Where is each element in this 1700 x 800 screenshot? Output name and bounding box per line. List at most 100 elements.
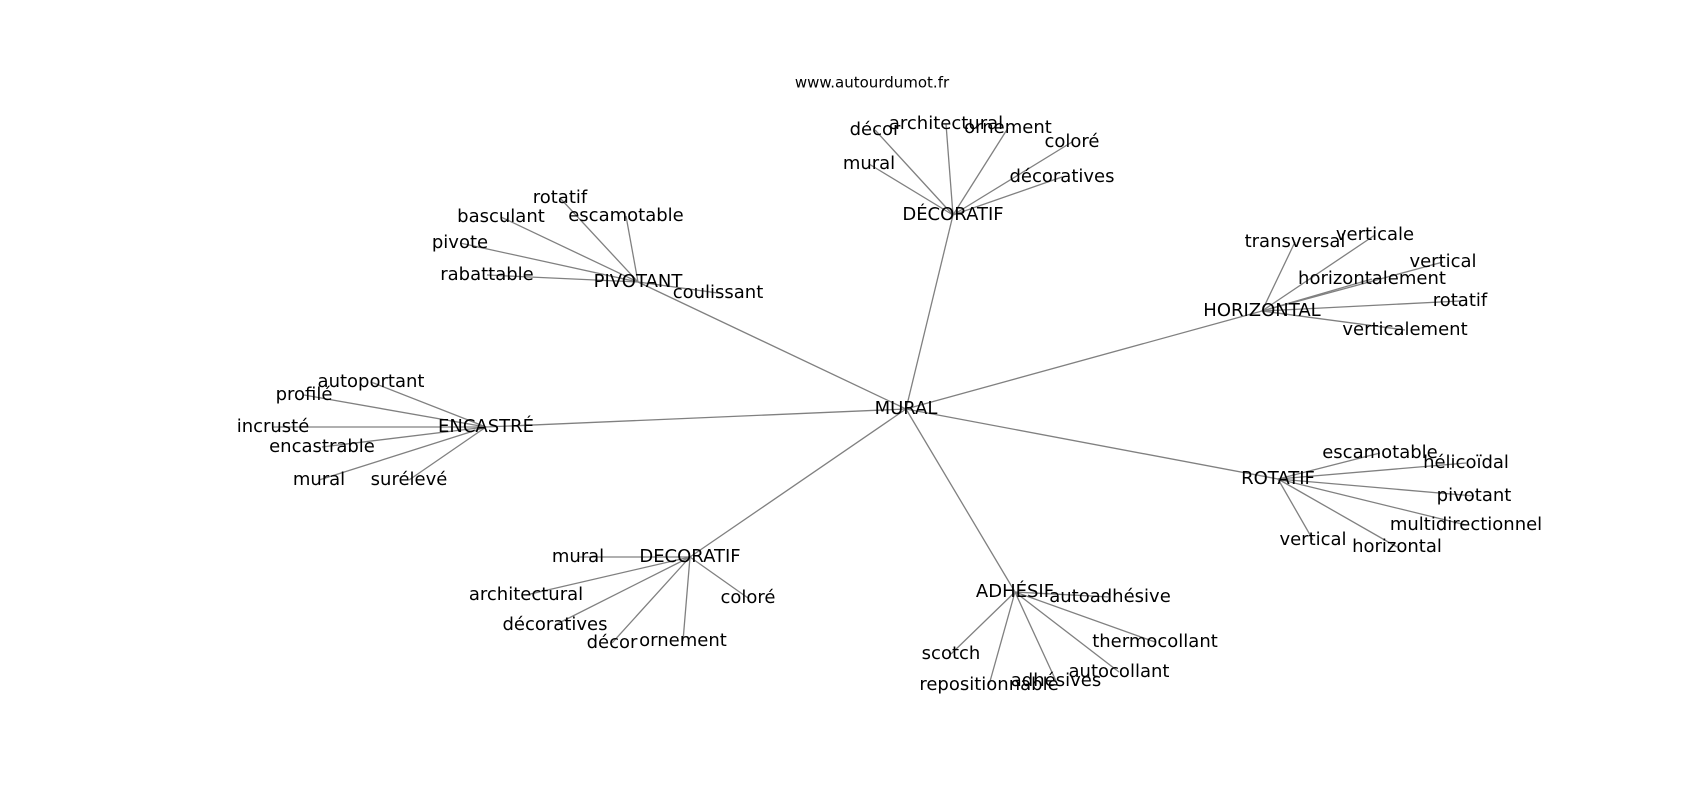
leaf-node-adhesif-thermocollant: thermocollant [1092,631,1218,652]
edge-pivotant-rotatif [559,197,639,283]
edge-decoratif-bottom-decor [611,556,691,644]
leaf-node-encastre-encastrable: encastrable [269,436,375,457]
edge-decoratif-top-ornement [952,127,1009,216]
leaf-node-decoratif-bottom-ornement: ornement [639,630,727,651]
edge-adhesif-scotch [950,591,1016,655]
leaf-node-rotatif-helicoidal: hélicoïdal [1423,452,1509,473]
edge-center-decoratif-top [905,214,954,410]
leaf-node-decoratif-bottom-decor: décor [587,632,638,653]
edge-encastre-profile [303,394,487,428]
edge-adhesif-thermocollant [1014,591,1156,643]
edge-encastre-mural [318,426,487,481]
edge-rotatif-multidirectionnel [1277,478,1467,526]
edge-adhesif-autocollant [1014,591,1120,673]
leaf-node-decoratif-bottom-colore: coloré [720,587,775,608]
edge-encastre-autoportant [370,381,487,428]
edge-center-horizontal [905,310,1263,410]
edge-adhesif-autoadhesive [1014,591,1111,598]
group-node-decoratif-top: DÉCORATIF [902,203,1003,225]
leaf-node-decoratif-top-colore: coloré [1044,131,1099,152]
leaf-node-decoratif-top-decor: décor [850,119,901,140]
group-node-adhesif: ADHÉSIF [976,580,1054,602]
leaf-node-pivotant-basculant: basculant [457,206,545,227]
edge-pivotant-pivote [459,242,639,283]
edge-rotatif-vertical [1277,478,1314,541]
edge-pivotant-rabattable [486,274,639,283]
group-node-encastre: ENCASTRÉ [438,415,534,437]
leaf-node-horizontal-transversal: transversal [1245,231,1346,252]
leaf-node-encastre-mural: mural [293,469,345,490]
edge-encastre-sureleve [408,426,487,481]
leaf-node-horizontal-rotatif: rotatif [1433,290,1488,311]
edge-pivotant-escamotable [625,215,639,283]
edge-decoratif-bottom-colore [689,556,749,599]
leaf-node-decoratif-bottom-decoratives: décoratives [502,614,607,635]
leaf-node-decoratif-top-architectural: architectural [889,113,1003,134]
leaf-node-decoratif-top-ornement: ornement [964,117,1052,138]
leaf-node-adhesif-autoadhesive: autoadhésive [1049,586,1171,607]
leaf-node-horizontal-verticalement: verticalement [1342,319,1467,340]
leaf-node-pivotant-rabattable: rabattable [440,264,534,285]
edge-decoratif-top-colore [952,141,1073,216]
edge-horizontal-verticale [1261,234,1376,312]
leaf-node-decoratif-top-mural: mural [843,153,895,174]
leaf-node-encastre-incruste: incrusté [237,416,310,437]
leaf-node-rotatif-horizontal: horizontal [1352,536,1442,557]
edge-horizontal-verticalement [1261,310,1406,331]
leaf-node-pivotant-coulissant: coulissant [673,282,764,303]
edge-adhesif-repositionnable [988,591,1016,686]
group-node-rotatif: ROTATIF [1241,468,1315,489]
edge-decoratif-top-decoratives [952,176,1063,216]
center-node-label: MURAL [875,398,938,419]
leaf-node-pivotant-pivote: pivote [432,232,488,253]
leaf-node-pivotant-rotatif: rotatif [533,187,588,208]
edge-center-decoratif-bottom [689,408,907,558]
leaf-node-adhesif-adhesives: adhésives [1011,670,1101,691]
edge-pivotant-coulissant [637,281,719,294]
leaf-node-pivotant-escamotable: escamotable [568,205,684,226]
edge-decoratif-bottom-architectural [525,556,691,596]
leaf-node-horizontal-verticale: verticale [1336,224,1414,245]
edge-rotatif-pivotant [1277,478,1475,497]
leaf-node-adhesif-scotch: scotch [922,643,981,664]
edge-decoratif-top-architectural [945,123,954,216]
leaf-node-encastre-sureleve: surélevé [371,469,448,490]
edge-rotatif-escamotable [1277,452,1381,480]
edge-center-rotatif [905,408,1279,480]
edge-center-pivotant [637,281,907,410]
group-node-pivotant: PIVOTANT [594,271,684,292]
edge-rotatif-helicoidal [1277,462,1467,480]
edge-decoratif-top-mural [868,163,954,216]
edge-decoratif-bottom-ornement [682,556,691,642]
edges [273,123,1475,686]
leaf-node-rotatif-pivotant: pivotant [1437,485,1512,506]
leaf-node-adhesif-autocollant: autocollant [1069,661,1170,682]
source-url: www.autourdumot.fr [795,74,950,92]
leaf-node-adhesif-repositionnable: repositionnable [919,674,1058,695]
group-node-horizontal: HORIZONTAL [1203,300,1320,321]
leaf-node-decoratif-top-decoratives: décoratives [1009,166,1114,187]
leaf-node-rotatif-multidirectionnel: multidirectionnel [1390,514,1542,535]
edge-center-encastre [485,408,907,428]
edge-encastre-encastrable [321,426,487,448]
leaf-node-decoratif-bottom-mural: mural [552,546,604,567]
leaf-node-rotatif-escamotable: escamotable [1322,442,1438,463]
edge-pivotant-basculant [500,216,639,283]
labels: MURALDÉCORATIFdécorarchitecturalornement… [237,113,1543,695]
edge-center-adhesif [905,408,1016,593]
edge-decoratif-bottom-decoratives [554,556,691,626]
edge-horizontal-transversal [1261,241,1296,312]
leaf-node-horizontal-horizontalement: horizontalement [1298,268,1446,289]
edge-horizontal-horizontalement [1261,278,1373,312]
edge-adhesif-adhesives [1014,591,1057,682]
leaf-node-encastre-profile: profilé [276,384,333,405]
edge-decoratif-top-decor [874,129,954,216]
leaf-node-horizontal-vertical: vertical [1409,251,1476,272]
edge-horizontal-rotatif [1261,300,1461,312]
leaf-node-rotatif-vertical: vertical [1279,529,1346,550]
group-node-decoratif-bottom: DECORATIF [639,546,740,567]
leaf-node-encastre-autoportant: autoportant [318,371,425,392]
edge-rotatif-horizontal [1277,478,1398,548]
leaf-node-decoratif-bottom-architectural: architectural [469,584,583,605]
